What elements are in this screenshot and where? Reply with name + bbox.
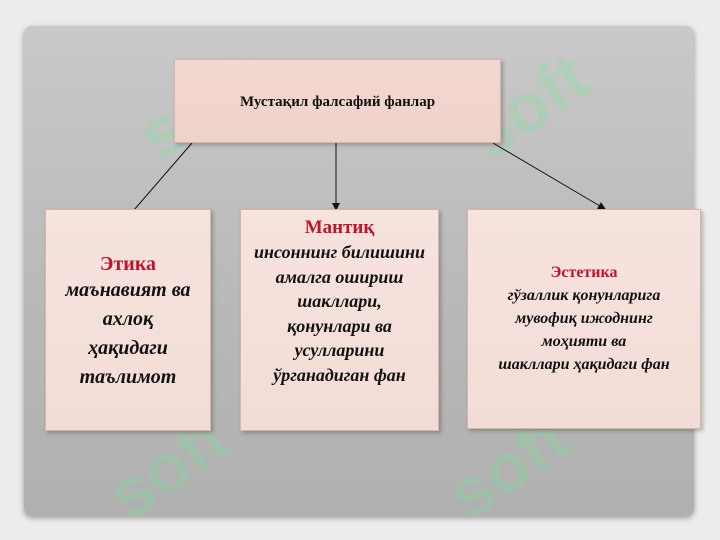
node-line: маънавият ва <box>65 279 191 301</box>
node-line: шакллари ҳақидаги фан <box>498 356 670 373</box>
node-line: қонунлари ва <box>287 315 392 336</box>
node-heading: Эстетика <box>550 264 618 281</box>
node-line: шакллари, <box>297 291 382 311</box>
node-heading: Этика <box>99 253 157 275</box>
node-line: мувофиқ ижоднинг <box>515 310 653 327</box>
node-line: инсоннинг билишини <box>254 242 425 262</box>
root-node: Мустақил фалсафий фанлар <box>174 59 501 143</box>
node-line: ўрганадиган фан <box>273 364 406 385</box>
node-line: ҳақидаги <box>88 337 168 359</box>
node-line: таълимот <box>79 366 177 388</box>
node-line: моҳияти ва <box>541 333 627 350</box>
node-line: ахлоқ <box>102 308 154 330</box>
node-heading: Мантиқ <box>304 217 375 238</box>
node-etika: Этика маънавият ва ахлоқ ҳақидаги таълим… <box>45 209 211 431</box>
node-mantiq: Мантиқ инсоннинг билишини амалга ошириш … <box>240 209 439 431</box>
node-line: гўзаллик қонунларига <box>507 287 661 304</box>
node-line: усулларини <box>294 340 385 360</box>
node-line: амалга ошириш <box>275 266 404 287</box>
root-title: Мустақил фалсафий фанлар <box>239 94 436 110</box>
node-estetika: Эстетика гўзаллик қонунларига мувофиқ иж… <box>467 209 701 429</box>
